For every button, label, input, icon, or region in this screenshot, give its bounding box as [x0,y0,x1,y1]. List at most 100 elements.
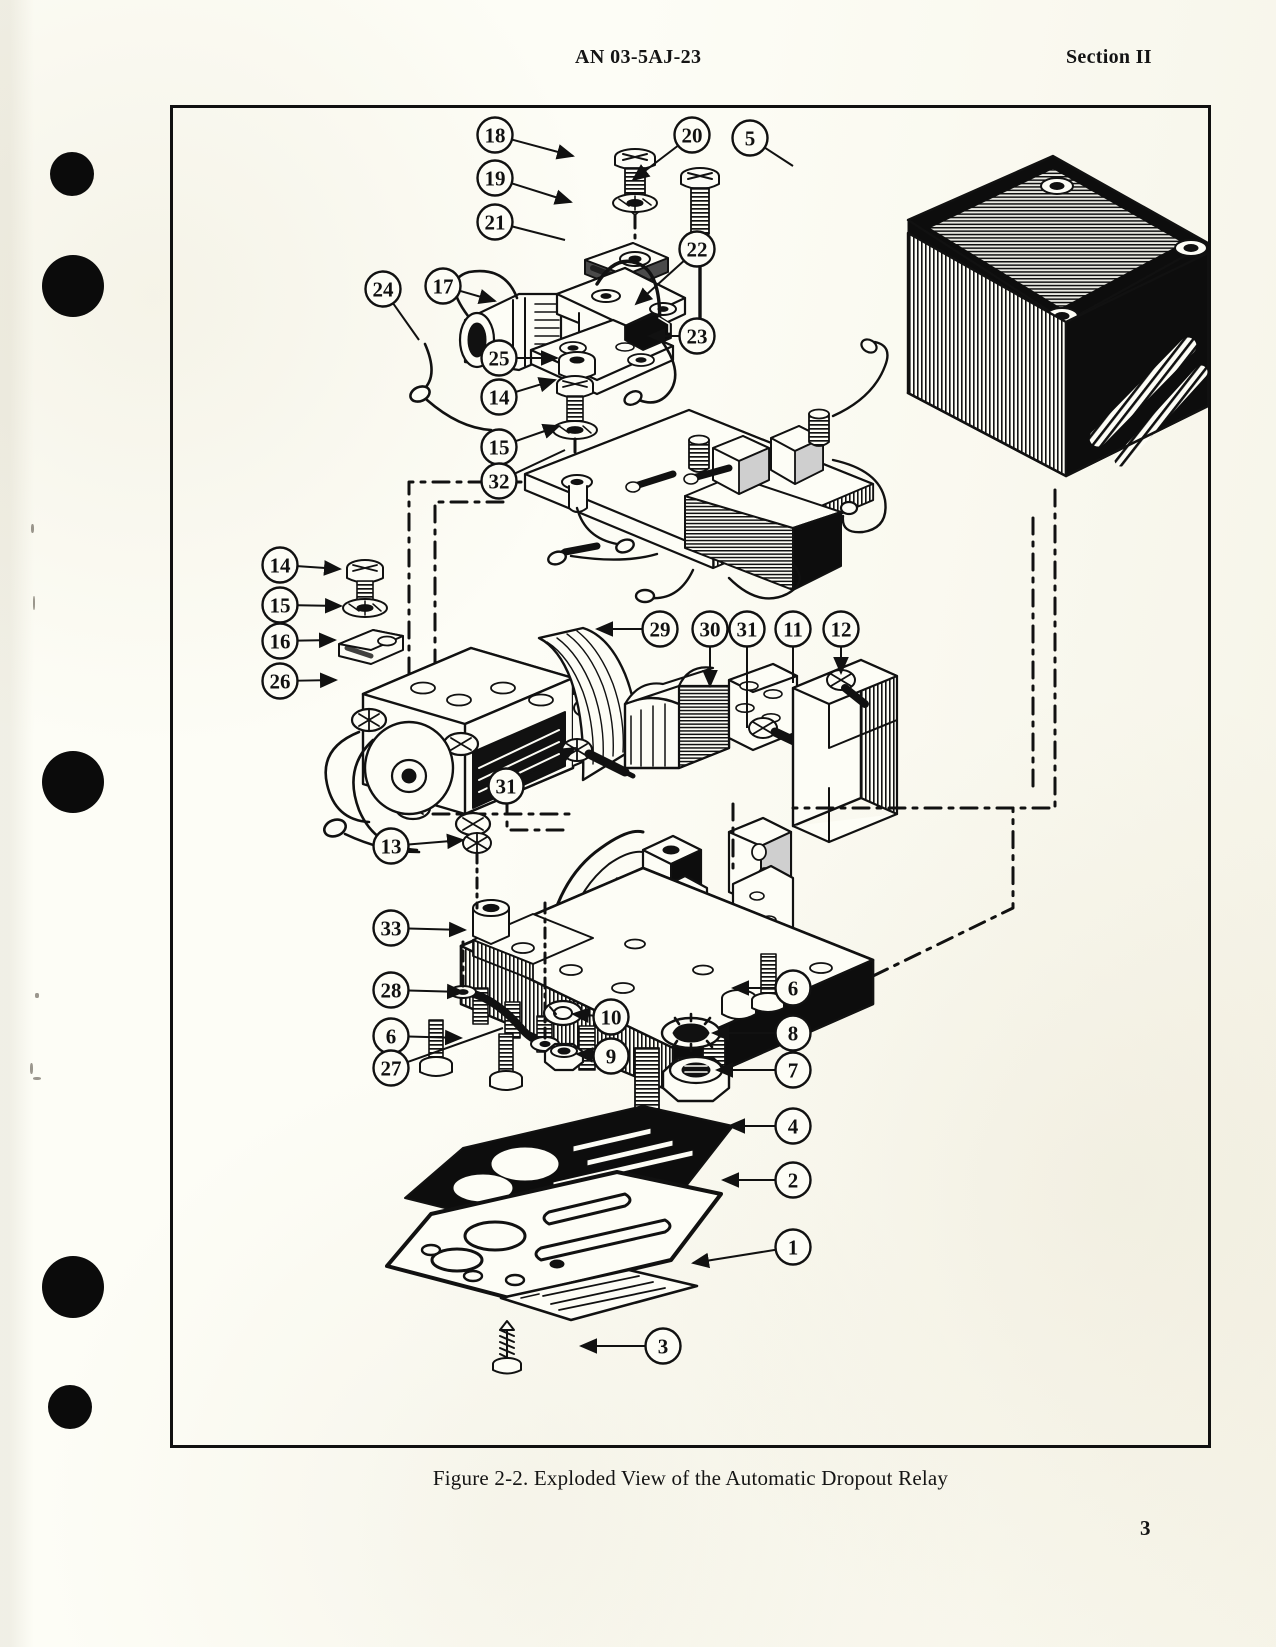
callout-6[interactable]: 6 [372,1017,463,1055]
exploded-view-illustration: 1819212052224172325141532141516262930311… [261,116,1210,1375]
callout-bubble-icon[interactable] [476,116,514,154]
callout-10[interactable]: 10 [571,998,630,1036]
leader-arrow-icon [511,138,575,160]
part-33-terminal-board-base [459,816,875,1094]
part-10-split-lockwasher [542,999,584,1027]
callout-bubble-icon[interactable] [641,610,679,648]
callout-1[interactable]: 1 [691,1228,812,1269]
callout-24[interactable]: 24 [364,270,420,341]
callout-12[interactable]: 12 [822,610,860,675]
callout-number: 20 [682,124,703,148]
page-number: 3 [1140,1516,1151,1540]
callout-22[interactable]: 22 [634,230,716,306]
callout-33[interactable]: 33 [372,909,467,947]
callout-26[interactable]: 26 [261,662,338,700]
callout-bubble-icon[interactable] [678,317,716,355]
callout-bubble-icon[interactable] [673,116,711,154]
callout-bubble-icon[interactable] [487,767,525,805]
callout-number: 15 [270,594,291,618]
callout-11[interactable]: 11 [774,610,812,684]
callout-bubble-icon[interactable] [424,267,462,305]
callout-number: 23 [687,325,708,349]
callout-bubble-icon[interactable] [372,1049,410,1087]
callout-5[interactable]: 5 [731,119,794,167]
callout-bubble-icon[interactable] [774,1014,812,1052]
callout-4[interactable]: 4 [727,1107,812,1145]
callout-20[interactable]: 20 [631,116,711,182]
leader-arrow-icon [515,423,561,443]
callout-number: 14 [489,386,511,410]
callout-27[interactable]: 27 [372,1027,504,1087]
part-1-nameplate-identification-plate [499,1268,699,1322]
callout-bubble-icon[interactable] [480,378,518,416]
callout-15[interactable]: 15 [480,423,561,466]
callout-bubble-icon[interactable] [731,119,769,157]
callout-7[interactable]: 7 [715,1051,812,1089]
callout-15[interactable]: 15 [261,586,343,624]
binder-hole-icon [42,1256,104,1318]
callout-bubble-icon[interactable] [261,662,299,700]
callout-21[interactable]: 21 [476,203,566,241]
callout-bubble-icon[interactable] [774,610,812,648]
callout-bubble-icon[interactable] [774,1161,812,1199]
callout-17[interactable]: 17 [424,267,497,305]
callout-8[interactable]: 8 [711,1014,812,1052]
callout-bubble-icon[interactable] [592,1037,630,1075]
callout-3[interactable]: 3 [579,1327,682,1365]
running-head: AN 03-5AJ-23 Section II [0,46,1276,76]
callout-31[interactable]: 31 [487,747,577,805]
callout-number: 16 [270,630,291,654]
callout-bubble-icon[interactable] [480,462,518,500]
callout-30[interactable]: 30 [691,610,729,688]
callout-14[interactable]: 14 [261,546,342,584]
callout-31[interactable]: 31 [728,610,766,729]
callout-6[interactable]: 6 [731,969,812,1007]
leader-arrow-icon [514,449,566,475]
callout-bubble-icon[interactable] [678,230,716,268]
callout-19[interactable]: 19 [476,159,573,205]
callout-number: 33 [381,917,402,941]
callout-bubble-icon[interactable] [261,622,299,660]
callout-bubble-icon[interactable] [728,610,766,648]
callout-16[interactable]: 16 [261,622,337,660]
callout-bubble-icon[interactable] [372,971,410,1009]
part-7-hex-nut [661,1055,731,1103]
callout-bubble-icon[interactable] [476,203,514,241]
callout-18[interactable]: 18 [476,116,575,160]
callout-14[interactable]: 14 [480,377,557,416]
callout-bubble-icon[interactable] [822,610,860,648]
callout-13[interactable]: 13 [372,827,465,865]
callout-25[interactable]: 25 [480,339,559,377]
callout-bubble-icon[interactable] [644,1327,682,1365]
callout-bubble-icon[interactable] [372,827,410,865]
callout-9[interactable]: 9 [575,1037,630,1075]
callout-bubble-icon[interactable] [774,1228,812,1266]
callout-number: 6 [788,977,799,1001]
callout-32[interactable]: 32 [480,449,566,500]
callout-28[interactable]: 28 [372,971,465,1009]
callout-number: 13 [381,835,402,859]
leader-arrow-icon [408,983,465,1000]
callout-bubble-icon[interactable] [476,159,514,197]
callout-2[interactable]: 2 [721,1161,812,1199]
callout-bubble-icon[interactable] [592,998,630,1036]
callout-bubble-icon[interactable] [364,270,402,308]
figure-caption: Figure 2-2. Exploded View of the Automat… [432,1466,949,1490]
callout-bubble-icon[interactable] [774,969,812,1007]
callout-bubble-icon[interactable] [774,1107,812,1145]
leader-arrow-icon [511,182,573,205]
callout-bubble-icon[interactable] [372,909,410,947]
callout-bubble-icon[interactable] [480,339,518,377]
callout-bubble-icon[interactable] [691,610,729,648]
callout-bubble-icon[interactable] [774,1051,812,1089]
callout-number: 17 [433,275,454,299]
paper-speckle [35,993,39,998]
part-26-main-solenoid-assembly [323,646,603,854]
callout-29[interactable]: 29 [595,610,679,648]
callout-bubble-icon[interactable] [261,546,299,584]
leader-arrow-icon [408,1029,463,1046]
callout-23[interactable]: 23 [647,317,716,355]
leader-arrow-icon [631,144,679,182]
leader-arrow-icon [459,289,497,305]
